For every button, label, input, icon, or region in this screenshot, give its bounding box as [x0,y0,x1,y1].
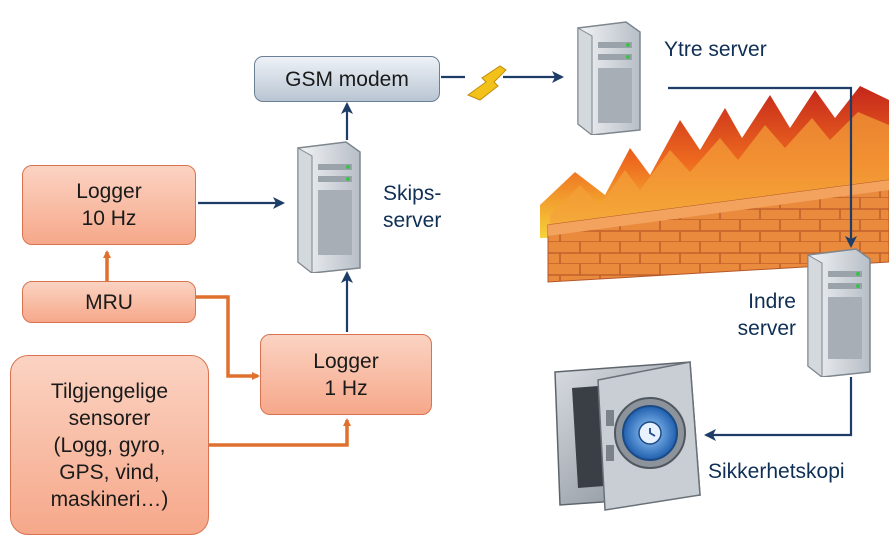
safe-vault-icon [554,361,701,511]
firewall-icon [540,86,889,283]
logger-1hz-box: Logger 1 Hz [260,334,432,415]
arrow-inner-server-to-backup [704,377,853,441]
gsm-modem-box: GSM modem [254,56,440,102]
arrow-mru-to-logger1 [196,295,260,380]
lightning-bolt-icon [466,65,507,101]
inner-server-icon [807,248,871,377]
mru-label: MRU [85,290,133,314]
sensors-label: Tilgjengelige sensorer (Logg, gyro, GPS,… [50,379,169,511]
logger-10hz-label: Logger 10 Hz [76,180,142,230]
logger-10hz-box: Logger 10 Hz [22,165,196,245]
backup-label: Sikkerhetskopi [708,460,845,483]
arrow-outer-to-inner-server [668,86,857,248]
inner-server-label: Indre server [737,290,796,340]
mru-box: MRU [22,281,196,323]
logger-1hz-label: Logger 1 Hz [313,349,379,400]
arrow-sensors-to-logger1 [209,418,351,447]
ship-server-icon [297,141,361,273]
outer-server-label: Ytre server [664,38,767,61]
ship-server-label: Skips- server [383,182,442,232]
outer-server-icon [577,21,641,135]
gsm-modem-label: GSM modem [285,67,409,91]
sensors-box: Tilgjengelige sensorer (Logg, gyro, GPS,… [10,355,209,535]
